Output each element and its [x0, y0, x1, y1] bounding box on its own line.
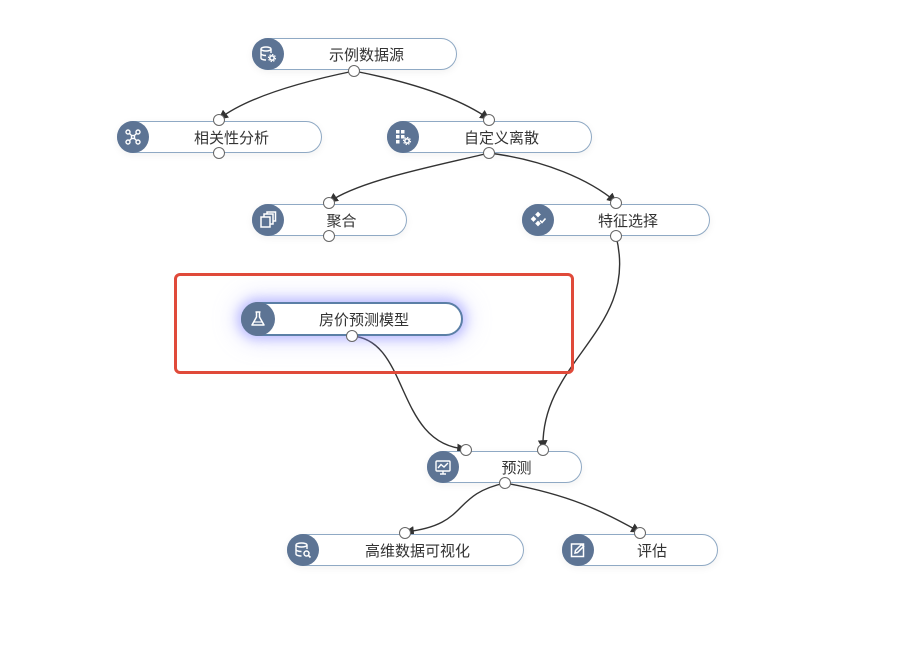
node-label: 相关性分析 [193, 128, 269, 147]
node-label: 高维数据可视化 [364, 541, 470, 560]
database-search-icon [287, 534, 319, 566]
node-evaluate[interactable]: 评估 [562, 534, 718, 566]
output-port[interactable] [348, 65, 360, 77]
input-port[interactable] [610, 197, 622, 209]
input-port-1[interactable] [460, 444, 472, 456]
edge-discretize-aggregate[interactable] [328, 152, 490, 203]
graph-network-icon [117, 121, 149, 153]
node-label: 自定义离散 [463, 128, 539, 147]
edge-datasource-correlation[interactable] [218, 70, 355, 120]
output-port[interactable] [346, 330, 358, 342]
edge-feature-predict[interactable] [537, 235, 621, 450]
edge-discretize-feature[interactable] [488, 152, 617, 203]
output-port[interactable] [499, 477, 511, 489]
edit-icon [562, 534, 594, 566]
flask-icon [241, 302, 275, 336]
output-port[interactable] [323, 230, 335, 242]
node-label: 评估 [636, 541, 667, 560]
node-label: 房价预测模型 [318, 310, 409, 329]
output-port[interactable] [610, 230, 622, 242]
input-port[interactable] [323, 197, 335, 209]
input-port[interactable] [213, 114, 225, 126]
input-port[interactable] [634, 527, 646, 539]
input-port[interactable] [483, 114, 495, 126]
node-label: 特征选择 [597, 211, 658, 230]
node-label: 预测 [501, 458, 532, 477]
diamond-check-icon [522, 204, 554, 236]
grid-gear-icon [387, 121, 419, 153]
node-label: 聚合 [326, 211, 357, 230]
selection-rectangle [174, 273, 574, 374]
layers-icon [252, 204, 284, 236]
chart-monitor-icon [427, 451, 459, 483]
output-port[interactable] [213, 147, 225, 159]
node-sample-datasource[interactable]: 示例数据源 [252, 38, 457, 70]
node-feature-selection[interactable]: 特征选择 [522, 204, 710, 236]
edge-predict-evaluate[interactable] [504, 482, 641, 533]
edge-datasource-discretize[interactable] [353, 70, 490, 120]
output-port[interactable] [483, 147, 495, 159]
input-port[interactable] [399, 527, 411, 539]
input-port-2[interactable] [537, 444, 549, 456]
edge-predict-visualization[interactable] [404, 482, 506, 536]
edge-model-predict[interactable] [351, 335, 467, 454]
database-gear-icon [252, 38, 284, 70]
node-label: 示例数据源 [328, 45, 404, 64]
